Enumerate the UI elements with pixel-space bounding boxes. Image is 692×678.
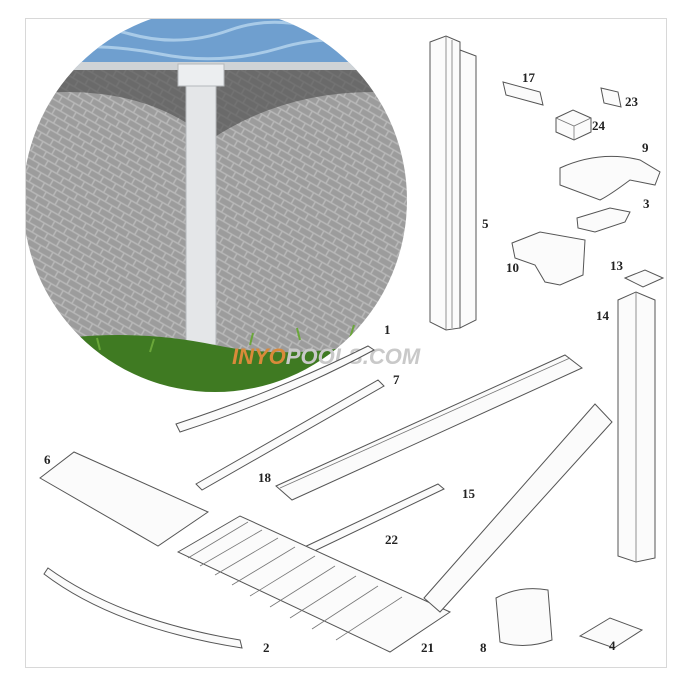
watermark-logo: INYOPOOLS.COM — [232, 344, 421, 369]
label-23: 23 — [625, 94, 639, 109]
part-13 — [623, 269, 665, 288]
label-17: 17 — [522, 70, 536, 85]
part-8 — [495, 588, 553, 646]
watermark-inyo: INYO — [232, 344, 286, 369]
label-13: 13 — [610, 258, 624, 273]
part-upright-cover — [423, 403, 613, 613]
part-3 — [576, 207, 631, 233]
label-6: 6 — [44, 452, 51, 467]
part-2-bottom-rail — [43, 567, 243, 649]
part-21-wall-plate — [176, 515, 452, 653]
part-4 — [578, 617, 644, 649]
part-18-stabilizer — [275, 354, 583, 501]
label-22: 22 — [385, 532, 398, 547]
part-9 — [559, 155, 661, 201]
label-14: 14 — [596, 308, 610, 323]
label-18: 18 — [258, 470, 272, 485]
label-4: 4 — [609, 638, 616, 653]
label-9: 9 — [642, 140, 649, 155]
pool-photo — [26, 19, 407, 392]
label-15: 15 — [462, 486, 476, 501]
label-2: 2 — [263, 640, 270, 655]
part-14-upright — [617, 291, 656, 563]
label-5: 5 — [482, 216, 489, 231]
diagram-frame — [25, 18, 667, 668]
label-3: 3 — [643, 196, 650, 211]
part-10 — [511, 231, 586, 286]
label-8: 8 — [480, 640, 487, 655]
label-24: 24 — [592, 118, 606, 133]
part-24 — [555, 109, 592, 141]
label-7: 7 — [393, 372, 400, 387]
part-23 — [600, 87, 622, 108]
label-21: 21 — [421, 640, 434, 655]
part-5-upright — [429, 35, 477, 331]
label-10: 10 — [506, 260, 519, 275]
part-15 — [297, 483, 445, 557]
part-7 — [195, 379, 385, 491]
part-1-top-rail — [175, 345, 375, 433]
part-6-top-cap — [39, 451, 210, 547]
label-1: 1 — [384, 322, 391, 337]
part-17 — [502, 81, 544, 106]
